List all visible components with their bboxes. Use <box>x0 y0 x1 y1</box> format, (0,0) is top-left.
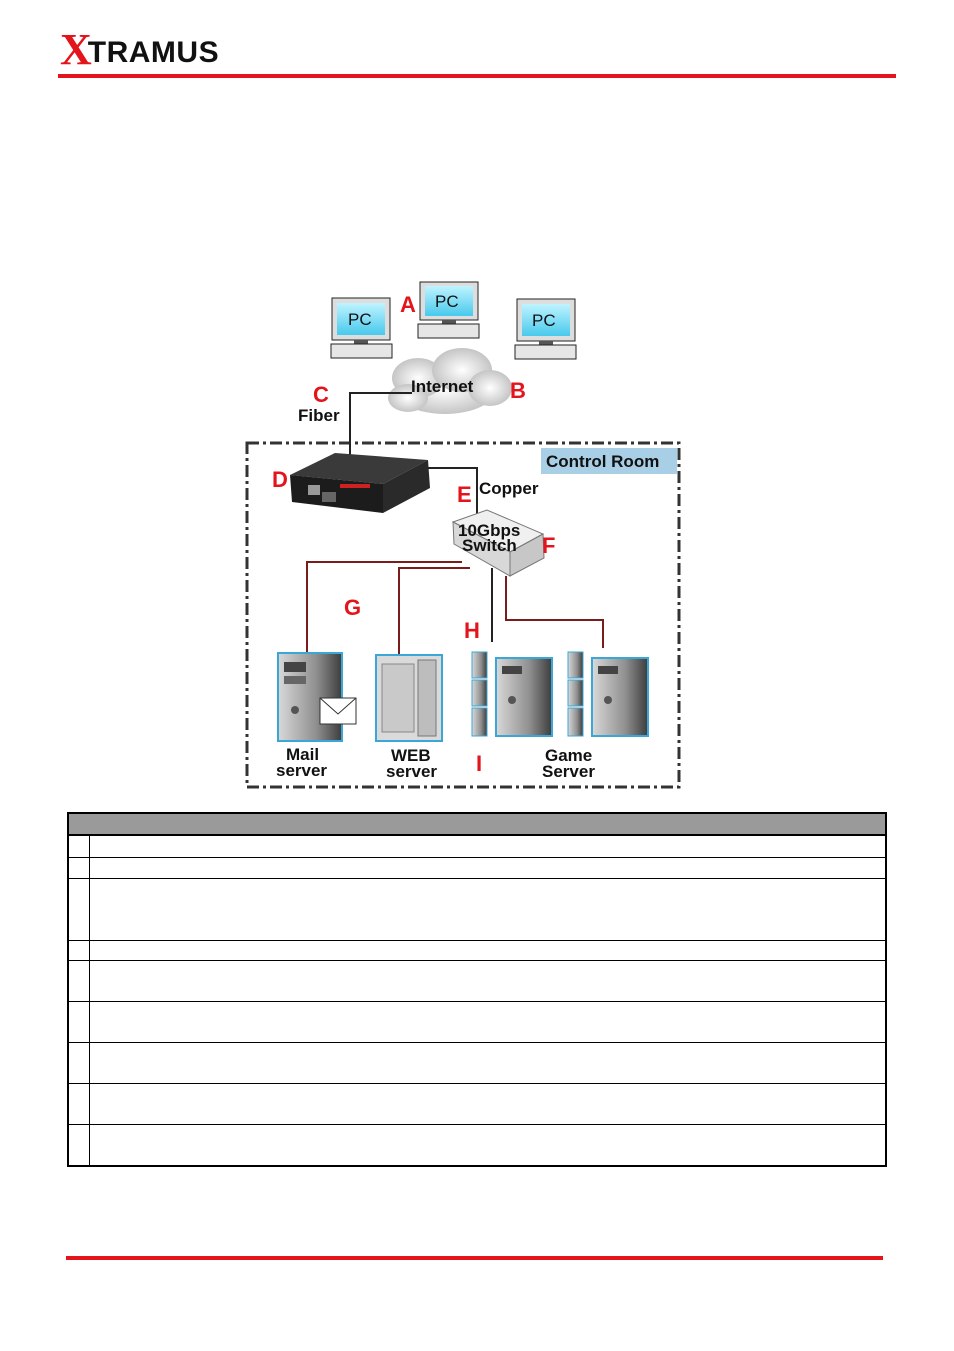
mail-server-label-line2: server <box>276 761 327 780</box>
switch-label-line2: Switch <box>462 536 517 555</box>
game-server-label-line1: Game <box>545 746 592 765</box>
table-row <box>69 941 885 961</box>
table-row <box>69 961 885 1002</box>
control-room-label-bg <box>541 448 677 474</box>
mail-server-icon <box>277 652 357 742</box>
table-row <box>69 858 885 879</box>
callout-a: A <box>400 292 416 317</box>
switch-label-line1: 10Gbps <box>458 521 520 540</box>
table-row <box>69 879 885 941</box>
table-row <box>69 836 885 858</box>
network-diagram: Control Room PC PC PC Internet Fiber <box>245 281 681 789</box>
callout-i: I <box>476 751 482 776</box>
game-server-rack-1-icon <box>471 651 553 737</box>
web-server-label-line1: WEB <box>391 746 431 765</box>
internet-cloud-icon <box>388 348 512 414</box>
switch-icon <box>451 509 545 577</box>
footer-rule <box>66 1256 883 1260</box>
logo-x: X <box>60 25 92 74</box>
pc-right-icon: PC <box>514 298 577 360</box>
web-server-icon <box>375 654 443 742</box>
description-table <box>67 812 887 1167</box>
game-server-rack-2-icon <box>567 651 649 737</box>
mail-server-label-line1: Mail <box>286 745 319 764</box>
callout-h: H <box>464 618 480 643</box>
callout-d: D <box>272 467 288 492</box>
callout-b: B <box>510 378 526 403</box>
control-room-label: Control Room <box>546 452 659 471</box>
table-row <box>69 1002 885 1043</box>
callout-f: F <box>542 533 555 558</box>
logo-text: TRAMUS <box>87 36 220 69</box>
svg-text:PC: PC <box>435 292 459 311</box>
game-server-label-line2: Server <box>542 762 595 781</box>
callout-e: E <box>457 482 472 507</box>
table-row <box>69 1084 885 1125</box>
table-row <box>69 1043 885 1084</box>
fiber-link <box>349 392 412 460</box>
cable-mail <box>306 561 462 658</box>
copper-label: Copper <box>479 479 539 498</box>
fiber-label: Fiber <box>298 406 340 425</box>
svg-text:PC: PC <box>348 310 372 329</box>
web-server-label-line2: server <box>386 762 437 781</box>
copper-link <box>428 467 478 518</box>
pc-left-icon: PC <box>330 297 393 359</box>
callout-g: G <box>344 595 361 620</box>
header-rule <box>58 74 896 78</box>
callout-c: C <box>313 382 329 407</box>
pc-top-icon: PC <box>417 281 480 339</box>
table-row <box>69 1125 885 1165</box>
svg-text:PC: PC <box>532 311 556 330</box>
internet-label: Internet <box>411 377 474 396</box>
control-room-boundary <box>245 441 681 789</box>
media-converter-icon <box>290 453 430 513</box>
table-header <box>69 814 885 836</box>
cable-game-2 <box>505 576 604 648</box>
cable-web <box>398 567 470 658</box>
